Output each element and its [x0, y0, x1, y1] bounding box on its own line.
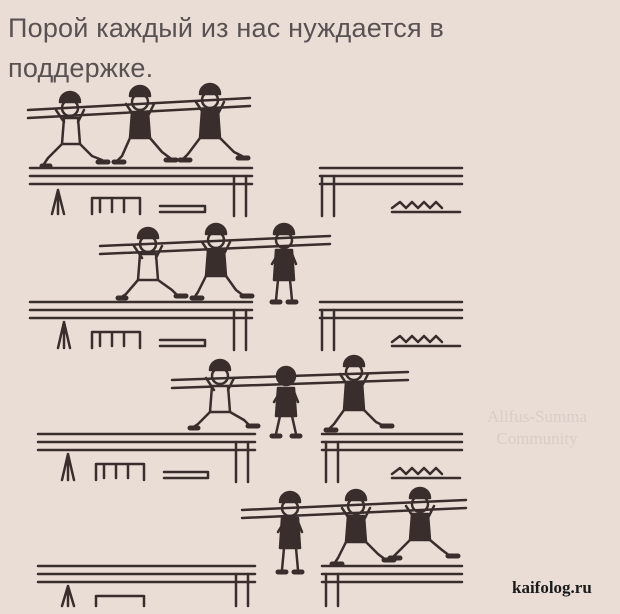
scaffold-right — [320, 432, 464, 484]
watermark-line: Alifus-Summa — [486, 407, 588, 426]
panel-1 — [26, 82, 464, 218]
worker — [115, 226, 189, 301]
worker — [329, 488, 397, 567]
panel-3 — [36, 354, 464, 484]
watermark-line: Community — [496, 429, 578, 448]
scaffold-left — [36, 564, 257, 608]
site-label[interactable]: kaifolog.ru — [512, 578, 592, 597]
caption-text: Порой каждый из нас нуждается в поддержк… — [8, 13, 445, 83]
scaffold-right — [318, 300, 464, 352]
worker — [177, 82, 251, 163]
worker — [387, 486, 461, 561]
watermark: Alifus-Summa Community — [462, 406, 612, 450]
scaffold-right — [320, 564, 464, 608]
scaffold-right — [318, 166, 464, 218]
panel-4 — [36, 486, 468, 608]
worker — [39, 90, 111, 169]
panel-2 — [28, 222, 464, 352]
worker — [111, 84, 179, 165]
worker — [275, 490, 305, 575]
scaffold-left — [36, 432, 257, 484]
scaffold-left — [28, 166, 254, 218]
worker — [269, 365, 303, 439]
worker — [187, 358, 261, 431]
scaffold-left — [28, 300, 254, 352]
worker — [323, 354, 395, 433]
worker — [269, 222, 299, 305]
worker — [189, 222, 255, 301]
